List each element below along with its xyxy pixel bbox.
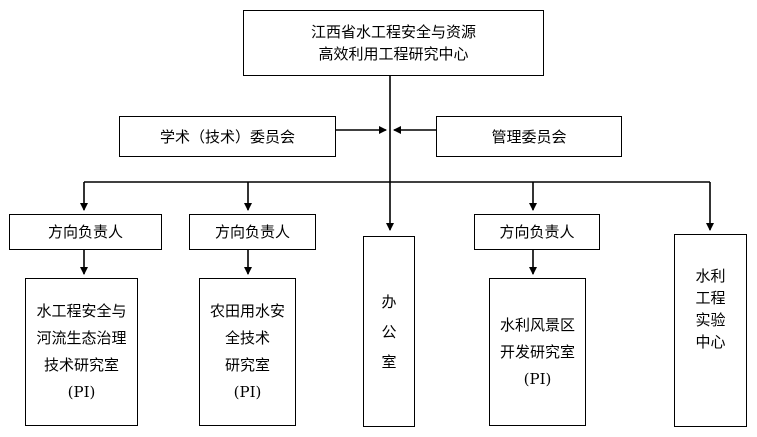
research-center-box: 江西省水工程安全与资源 高效利用工程研究中心 [243,10,544,76]
unit-hydraulic-safety-lab: 水工程安全与 河流生态治理 技术研究室 (PI) [25,278,138,426]
director-label: 方向负责人 [214,223,290,241]
director-box-4: 方向负责人 [474,214,600,250]
unit-line: 技术研究室 [43,356,119,374]
unit-line: 办 [381,292,397,311]
unit-line: 水利风景区 [499,315,575,334]
unit-line: (PI) [523,369,552,388]
unit-line: 实验 [695,311,726,329]
unit-line: (PI) [233,383,262,401]
unit-line: 室 [381,352,397,371]
management-committee-box: 管理委员会 [436,116,622,157]
unit-line: 河流生态治理 [36,329,127,347]
director-box-1: 方向负责人 [9,214,162,250]
unit-line: 工程 [695,289,726,307]
unit-office: 办 公 室 [363,236,415,427]
unit-line: 水利 [695,267,726,285]
unit-line: (PI) [67,383,96,401]
unit-landscape-lab: 水利风景区 开发研究室 (PI) [489,278,586,426]
director-label: 方向负责人 [47,223,123,241]
unit-line: 开发研究室 [499,342,575,361]
research-center-line2: 高效利用工程研究中心 [318,45,469,63]
academic-committee-box: 学术（技术）委员会 [119,116,336,157]
director-label: 方向负责人 [499,223,575,241]
unit-experiment-center: 水利 工程 实验 中心 [674,234,747,427]
unit-line: 全技术 [224,329,270,347]
unit-line: 研究室 [224,356,270,374]
management-committee-label: 管理委员会 [491,127,567,146]
academic-committee-label: 学术（技术）委员会 [159,127,295,146]
unit-line: 农田用水安 [209,302,285,320]
unit-line: 中心 [695,333,726,351]
research-center-line1: 江西省水工程安全与资源 [310,23,476,41]
director-box-2: 方向负责人 [189,214,316,250]
unit-line: 水工程安全与 [36,302,127,320]
unit-farmland-water-lab: 农田用水安 全技术 研究室 (PI) [199,278,296,426]
unit-line: 公 [381,322,397,341]
